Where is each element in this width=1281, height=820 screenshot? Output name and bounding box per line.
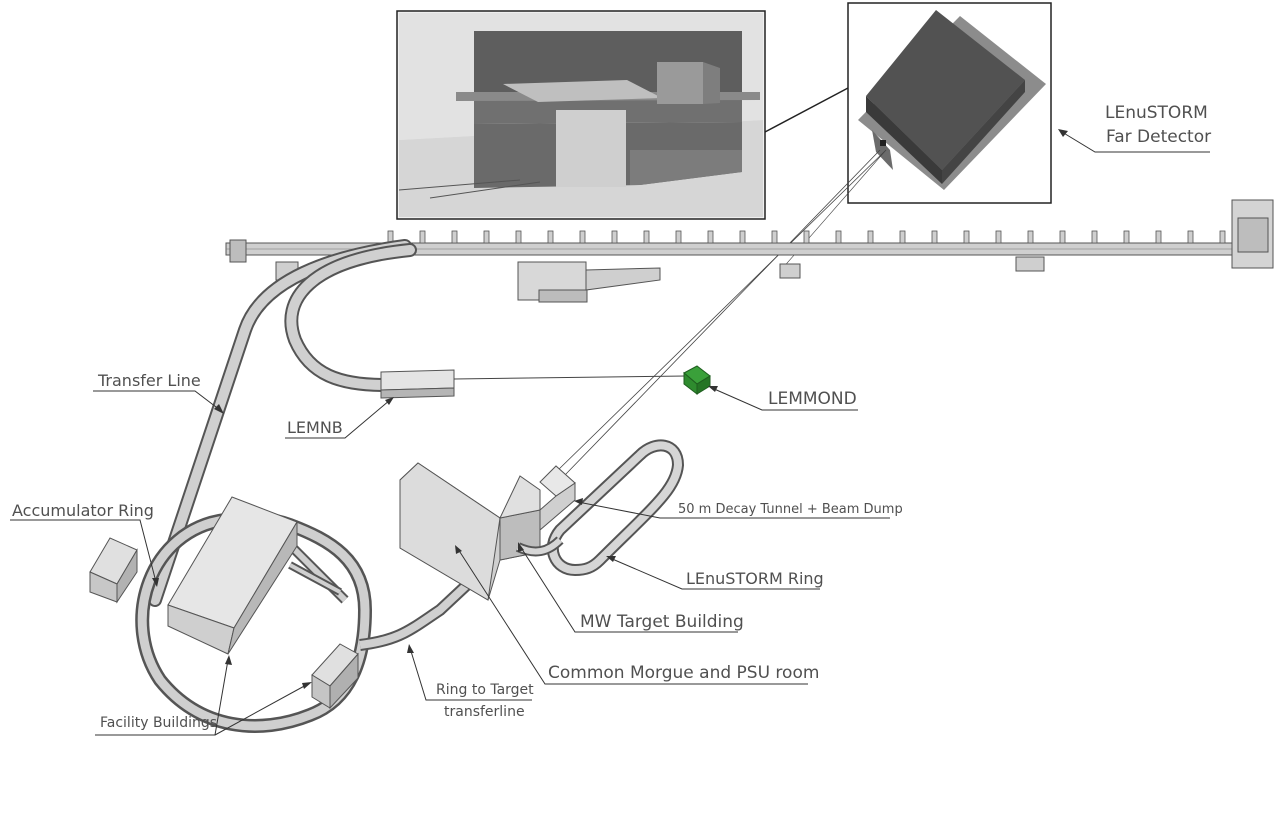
linac-cavity-stub (547, 230, 554, 244)
inset-cutaway-view (396, 10, 766, 220)
main-linac (225, 199, 1274, 303)
linac-cavity-stub (771, 230, 778, 244)
transfer-line (148, 239, 417, 607)
linac-cavity-stub (1027, 230, 1034, 244)
label-ring-to-target-line1: Ring to Target (436, 682, 534, 698)
linac-cavity-stub (931, 230, 938, 244)
facility-building-large (167, 496, 298, 655)
facility-building-small (311, 643, 359, 710)
mw-target-building (399, 462, 576, 601)
linac-cavity-stub (995, 230, 1002, 244)
label-common-morgue: Common Morgue and PSU room (548, 663, 819, 683)
linac-cavity-stub (1123, 230, 1130, 244)
linac-cavity-stub (1059, 230, 1066, 244)
linac-cavity-stub (483, 230, 490, 244)
ring-to-target-line (359, 577, 475, 651)
linac-cavity-stub (835, 230, 842, 244)
label-lemmond: LEMMOND (768, 389, 857, 409)
linac-cavity-stub (899, 230, 906, 244)
linac-cavity-stub (643, 230, 650, 244)
label-transfer-line: Transfer Line (97, 371, 201, 390)
inset-pointer-line (764, 87, 849, 133)
label-ring-to-target-line2: transferline (444, 704, 525, 720)
label-lemnb: LEMNB (287, 418, 343, 437)
leader-lines (10, 129, 1210, 736)
outlying-building (89, 537, 138, 604)
lemnb-building (380, 369, 455, 399)
label-far-detector-line1: LEnuSTORM (1105, 103, 1208, 123)
inner-branch (286, 541, 349, 604)
sightline-2 (555, 149, 887, 473)
linac-cavity-stub (1091, 230, 1098, 244)
label-decay-tunnel: 50 m Decay Tunnel + Beam Dump (678, 502, 903, 517)
linac-cavity-stub (419, 230, 426, 244)
lemnb-beam-line (453, 375, 687, 380)
inset-far-detector (847, 2, 1052, 204)
linac-cavity-stub (1187, 230, 1194, 244)
linac-cavity-stub (1155, 230, 1162, 244)
linac-cavity-stub (739, 230, 746, 244)
label-accumulator-ring: Accumulator Ring (12, 501, 154, 520)
linac-cavity-stub (867, 230, 874, 244)
label-facility-buildings: Facility Buildings (100, 715, 217, 731)
label-mw-target-building: MW Target Building (580, 612, 744, 632)
label-lenustorm-ring: LEnuSTORM Ring (686, 569, 824, 588)
lemmond-detector (683, 365, 711, 396)
labels: LEnuSTORM Far Detector Transfer Line LEM… (12, 103, 1211, 731)
linac-cavity-stub (963, 230, 970, 244)
sightline-1 (564, 149, 881, 476)
linac-cavity-stub (675, 230, 682, 244)
label-far-detector-line2: Far Detector (1106, 127, 1211, 147)
linac-cavity-stub (451, 230, 458, 244)
linac-cavity-stub (803, 230, 810, 244)
linac-cavity-stub (515, 230, 522, 244)
linac-cavity-stub (579, 230, 586, 244)
linac-cavity-stub (611, 230, 618, 244)
linac-cavity-stub (1219, 230, 1226, 244)
linac-cavity-stub (707, 230, 714, 244)
